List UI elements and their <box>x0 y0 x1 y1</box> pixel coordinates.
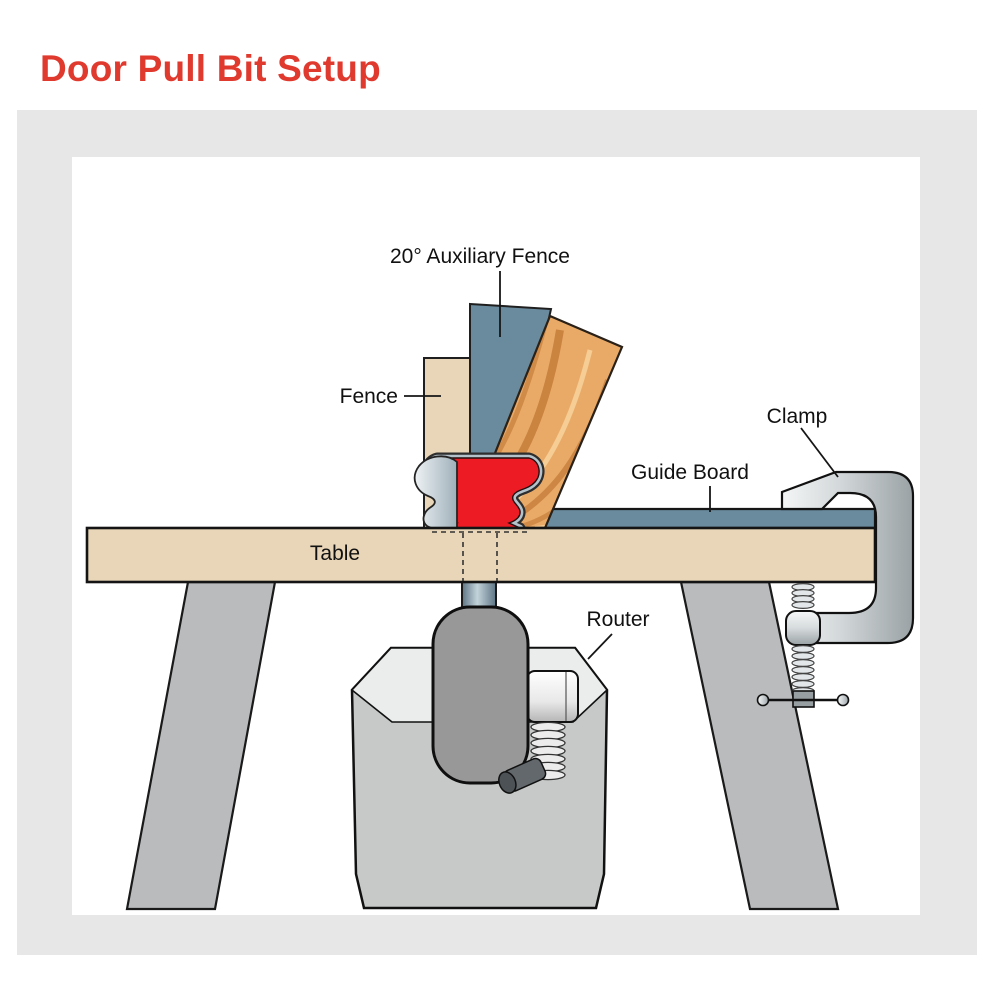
router-bit <box>413 452 545 534</box>
leader-lines <box>404 271 839 660</box>
router-assembly <box>350 581 609 910</box>
label-fence: Fence <box>340 385 398 408</box>
label-router: Router <box>586 608 649 631</box>
page-title: Door Pull Bit Setup <box>40 48 381 89</box>
leader-clamp <box>800 427 839 478</box>
router-depth-stop <box>526 670 579 723</box>
bit-bearing <box>413 455 458 530</box>
hidden-shank-dashes <box>432 531 528 581</box>
clamp-screw-upper <box>791 582 815 609</box>
router-bit-shank <box>461 581 497 611</box>
label-clamp: Clamp <box>767 405 828 428</box>
table-leg-left <box>125 580 277 911</box>
clamp-handle-ball-right <box>836 693 850 707</box>
clamp <box>756 470 915 708</box>
clamp-screw-boss <box>785 610 821 646</box>
clamp-screw-lower <box>791 644 815 695</box>
label-table: Table <box>310 542 360 565</box>
label-aux-fence: 20° Auxiliary Fence <box>390 245 570 268</box>
router-motor <box>431 605 530 785</box>
label-guide-board: Guide Board <box>631 461 749 484</box>
router-lock-bolt <box>498 757 547 794</box>
leader-router <box>587 633 613 660</box>
clamp-handle-ball-left <box>756 693 770 707</box>
guide-board-shape <box>538 507 877 530</box>
table-shape <box>85 526 877 584</box>
